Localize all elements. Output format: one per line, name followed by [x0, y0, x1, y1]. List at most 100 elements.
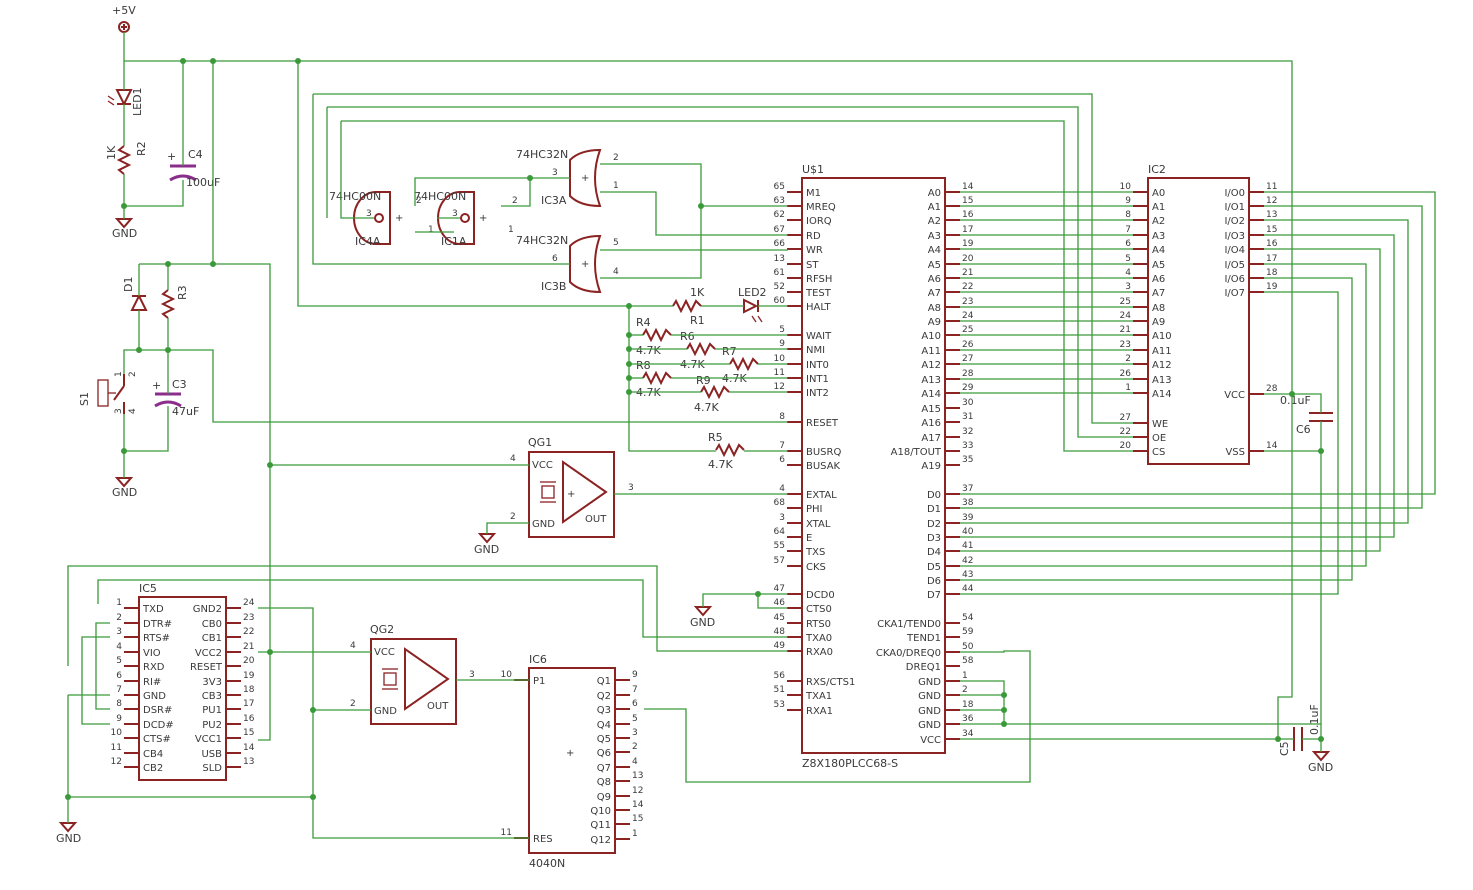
ic2-pin-label: A7: [1152, 288, 1165, 299]
svg-text:6: 6: [552, 254, 558, 264]
svg-text:LED1: LED1: [131, 87, 144, 116]
u1-pin-label: XTAL: [806, 519, 831, 530]
u1-pin-number: 43: [962, 570, 973, 580]
u1-pin-label: A2: [928, 216, 941, 227]
u1-pin-label: A11: [921, 346, 941, 357]
ic5-pin-number: 22: [243, 627, 254, 637]
led1: LED1: [107, 87, 144, 116]
gnd-symbol-qg1: GND: [474, 533, 499, 556]
ic2-pin-number: 14: [1266, 441, 1278, 451]
ic2-pin-label: A10: [1152, 331, 1172, 342]
ic2-pin-label: A11: [1152, 346, 1172, 357]
ic5-pin-number: 11: [111, 743, 122, 753]
gnd-symbol-led: GND: [112, 218, 137, 240]
svg-text:+: +: [395, 213, 403, 224]
svg-text:IC3B: IC3B: [541, 280, 566, 293]
ic2-pin-number: 18: [1266, 268, 1278, 278]
ic2-pin-number: 19: [1266, 282, 1278, 292]
svg-text:C4: C4: [188, 148, 203, 161]
ic6-pin-label: P1: [533, 676, 545, 687]
u1-pin-number: 60: [774, 296, 786, 306]
svg-text:0.1uF: 0.1uF: [1308, 704, 1321, 735]
ic6-pin-number: 4: [632, 757, 638, 767]
u1-pin-label: A17: [921, 433, 941, 444]
ic5-pin-label: 3V3: [202, 677, 222, 688]
ic2-pin-label: A9: [1152, 317, 1165, 328]
ic5-pin-number: 5: [116, 656, 122, 666]
u1-pin-label: A14: [921, 389, 941, 400]
u1-pin-number: 40: [962, 527, 974, 537]
ic5-pin-label: TXD: [142, 604, 164, 615]
ic5-pin-label: DSR#: [143, 705, 172, 716]
svg-text:2: 2: [128, 371, 138, 377]
u1-pin-label: PHI: [806, 504, 823, 515]
u1-pin-label: A13: [921, 375, 941, 386]
ic2-pin-label: A0: [1152, 188, 1165, 199]
u1-pin-label: A7: [928, 288, 941, 299]
u1-pin-label: ST: [806, 260, 819, 271]
ic5-pin-number: 8: [116, 699, 122, 709]
svg-text:D1: D1: [122, 277, 135, 292]
u1-pin-label: A1: [928, 202, 941, 213]
ic6-pin-label: Q12: [590, 835, 611, 846]
u1-pin-number: 27: [962, 354, 973, 364]
u1-pin-number: 14: [962, 182, 974, 192]
u1-pin-label: CKA1/TEND0: [877, 619, 941, 630]
svg-text:1K: 1K: [690, 286, 705, 299]
u1-pin-number: 13: [774, 254, 785, 264]
svg-text:+: +: [152, 379, 161, 392]
u1-pin-number: 50: [962, 642, 974, 652]
ic5-pin-label: GND: [143, 691, 166, 702]
u1-pin-number: 11: [774, 368, 785, 378]
ic6-pin-number: 11: [501, 828, 512, 838]
ic5-pin-number: 21: [243, 642, 254, 652]
u1-pin-number: 7: [779, 441, 785, 451]
u1-pin-label: D5: [927, 562, 941, 573]
u1-pin-number: 56: [774, 671, 786, 681]
ic5-pin-label: GND2: [193, 604, 222, 615]
ic2-pin-number: 13: [1266, 210, 1277, 220]
ic1a: + 74HC00N IC1A 321: [414, 190, 518, 248]
ic2-pin-number: 8: [1125, 210, 1131, 220]
ic6-pin-number: 5: [632, 714, 638, 724]
r9: R9 4.7K: [694, 374, 730, 414]
u1-pin-number: 68: [774, 498, 786, 508]
u1-pin-number: 55: [774, 541, 785, 551]
ic2-pin-label: I/O2: [1224, 216, 1245, 227]
ic6-pin-label: Q2: [597, 691, 611, 702]
u1-pin-number: 64: [774, 527, 786, 537]
ic2-pin-label: A5: [1152, 260, 1165, 271]
u1-pin-number: 28: [962, 369, 974, 379]
vcc-label: +5V: [112, 4, 136, 17]
svg-text:4: 4: [510, 454, 516, 464]
u1-pin-label: M1: [806, 188, 821, 199]
svg-text:4.7K: 4.7K: [636, 344, 661, 357]
u1-pin-label: BUSRQ: [806, 447, 841, 458]
r1: 1K R1: [672, 286, 705, 327]
u1-pin-number: 44: [962, 584, 974, 594]
svg-text:4.7K: 4.7K: [708, 458, 733, 471]
svg-text:1: 1: [114, 371, 124, 377]
u1-pin-number: 34: [962, 729, 974, 739]
ic6-pin-number: 15: [632, 814, 643, 824]
svg-text:VCC: VCC: [374, 647, 395, 658]
svg-text:3: 3: [114, 408, 124, 414]
s1: S1 1 2 3 4: [78, 371, 138, 414]
ic5-pin-label: RTS#: [143, 633, 170, 644]
ic2-pin-label: OE: [1152, 433, 1166, 444]
ic4a: + 74HC00N IC4A 321: [329, 190, 434, 248]
ic6-pin-label: Q1: [597, 676, 611, 687]
u1-pin-number: 59: [962, 627, 974, 637]
svg-text:47uF: 47uF: [172, 405, 199, 418]
u1-pin-number: 17: [962, 225, 973, 235]
ic2-pin-number: 6: [1125, 239, 1131, 249]
u1-pin-number: 45: [774, 613, 785, 623]
u1-body: U$1 Z8X180PLCC68-S: [801, 163, 946, 770]
u1-pin-number: 48: [774, 627, 786, 637]
ic5-pin-number: 2: [116, 613, 122, 623]
ic5-pin-number: 17: [243, 699, 254, 709]
ic2-pin-number: 11: [1266, 182, 1277, 192]
ic6-body: IC6 4040N +: [528, 653, 616, 870]
svg-text:U$1: U$1: [802, 163, 824, 176]
